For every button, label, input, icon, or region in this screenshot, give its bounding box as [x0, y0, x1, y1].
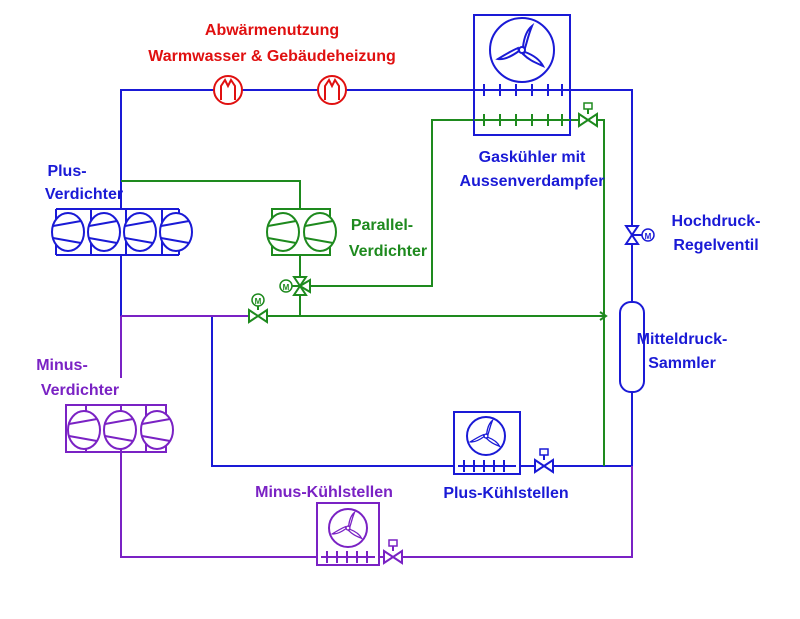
compressor-icon: [266, 212, 300, 252]
receiver-label: Mitteldruck-: [637, 331, 728, 348]
gas-cooler-label-2: Aussenverdampfer: [460, 173, 605, 190]
motor-icon: [641, 228, 655, 242]
hp-valve-label-2: Regelventil: [673, 237, 758, 254]
compressor-icon: [303, 212, 337, 252]
valve-icon: [578, 113, 598, 127]
compressor-icon: [140, 410, 174, 450]
minus-compressor-label-2: Verdichter: [41, 382, 119, 399]
plus-cooling-valve: [534, 448, 554, 473]
motor-symbol: M: [255, 297, 262, 306]
plus-compressor-label: Plus-: [47, 163, 86, 180]
compressor-icon: [67, 410, 101, 450]
gas-cooler-bypass-valve: [578, 102, 598, 127]
valve-icon: [383, 550, 403, 564]
three-way-valve: M: [279, 276, 311, 296]
minus-compressors: Minus- Verdichter: [36, 357, 174, 450]
minus-compressor-label: Minus-: [36, 357, 88, 374]
flow-arrow: [599, 311, 608, 321]
gas-cooler: Gaskühler mit Aussenverdampfer: [460, 14, 605, 190]
receiver-label-2: Sammler: [648, 355, 716, 372]
compressor-icon: [159, 212, 193, 252]
flash-gas-valve: M: [248, 293, 268, 323]
heat-recovery-subtitle: Warmwasser & Gebäudeheizung: [148, 48, 395, 65]
heat-exchanger-icon: [213, 75, 243, 105]
high-pressure-piping: [55, 89, 633, 467]
medium-pressure-piping: [121, 119, 605, 466]
minus-cooling-valve: [383, 539, 403, 564]
receiver-tank-icon: [619, 301, 645, 393]
parallel-compressor-label: Parallel-: [351, 217, 413, 234]
compressor-icon: [51, 212, 85, 252]
receiver: Mitteldruck- Sammler: [619, 301, 728, 393]
heat-recovery: Abwärmenutzung Warmwasser & Gebäudeheizu…: [148, 22, 396, 105]
motor-icon: [279, 279, 293, 293]
valve-icon: [248, 309, 268, 323]
valve-icon: [534, 459, 554, 473]
plus-cooling-unit: Plus-Kühlstellen: [443, 411, 569, 502]
heat-exchanger-icon: [317, 75, 347, 105]
heat-recovery-title: Abwärmenutzung: [205, 22, 339, 39]
compressor-icon: [87, 212, 121, 252]
plus-compressor-label-2: Verdichter: [45, 186, 123, 203]
parallel-compressors: Parallel- Verdichter: [266, 212, 427, 260]
gas-cooler-label: Gaskühler mit: [479, 149, 586, 166]
compressor-icon: [123, 212, 157, 252]
motor-icon: [251, 293, 265, 307]
high-pressure-valve: M Hochdruck- Regelventil: [625, 213, 761, 254]
parallel-compressor-label-2: Verdichter: [349, 243, 427, 260]
plus-compressors: Plus- Verdichter: [45, 163, 193, 252]
compressor-icon: [103, 410, 137, 450]
hp-valve-label: Hochdruck-: [672, 213, 761, 230]
minus-cooling-label: Minus-Kühlstellen: [255, 484, 393, 501]
motor-symbol: M: [283, 283, 290, 292]
minus-cooling-unit: Minus-Kühlstellen: [255, 484, 393, 566]
plus-cooling-label: Plus-Kühlstellen: [443, 485, 568, 502]
motor-symbol: M: [645, 232, 652, 241]
